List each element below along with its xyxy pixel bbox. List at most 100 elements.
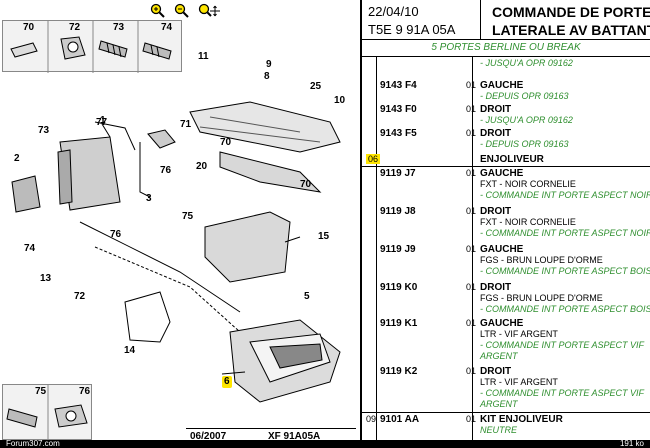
fastener-thumbnails-top: 70 72 73 74 — [2, 20, 182, 73]
callout-70b[interactable]: 70 — [300, 179, 312, 190]
part-description: GAUCHE- DEPUIS OPR 09163 — [480, 80, 650, 102]
description-line: FXT - NOIR CORNELIE — [480, 179, 576, 189]
callout-75[interactable]: 75 — [182, 211, 194, 222]
callout-25[interactable]: 25 — [310, 81, 322, 92]
part-quantity: 01 — [466, 318, 477, 328]
thumb-label-76: 76 — [79, 386, 91, 397]
description-line: DROIT — [480, 104, 512, 115]
part-reference[interactable]: 9143 F5 — [380, 128, 417, 139]
callout-77[interactable]: 77 — [96, 117, 108, 128]
part-quantity: 01 — [466, 206, 477, 216]
callout-15[interactable]: 15 — [318, 231, 330, 242]
group-number: 09 — [366, 414, 377, 424]
description-line: - COMMANDE INT PORTE ASPECT NOIR — [480, 228, 650, 238]
header-reference: T5E 9 91A 05A — [368, 22, 456, 37]
callout-72[interactable]: 72 — [74, 291, 86, 302]
part-description: DROIT- DEPUIS OPR 09163 — [480, 128, 650, 150]
header-title-line1: COMMANDE DE PORTE — [492, 4, 650, 20]
callout-74[interactable]: 74 — [24, 243, 36, 254]
callout-14[interactable]: 14 — [124, 345, 136, 356]
thumb-label-70: 70 — [23, 22, 35, 33]
part-reference[interactable]: 9119 K1 — [380, 318, 418, 329]
description-line: GAUCHE — [480, 80, 524, 91]
list-divider — [362, 56, 650, 57]
status-bar: Forum307.com 191 ko — [0, 439, 650, 448]
part-reference[interactable]: 9119 K0 — [380, 282, 418, 293]
callout-20[interactable]: 20 — [196, 161, 208, 172]
callout-76b[interactable]: 76 — [110, 229, 122, 240]
description-line: ENJOLIVEUR — [480, 154, 544, 165]
status-right: 191 ko — [619, 439, 644, 448]
callout-8[interactable]: 8 — [264, 71, 270, 82]
description-line: - COMMANDE INT PORTE ASPECT VIF — [480, 388, 645, 398]
callout-71[interactable]: 71 — [180, 119, 192, 130]
callout-3[interactable]: 3 — [146, 193, 152, 204]
description-line: - COMMANDE INT PORTE ASPECT NOIR — [480, 190, 650, 200]
description-line: - JUSQU'A OPR 09162 — [480, 58, 573, 68]
fastener-drawings — [10, 21, 172, 73]
thumb-label-73: 73 — [113, 22, 125, 33]
fastener-drawings-bottom — [6, 385, 88, 441]
part-reference[interactable]: 9101 AA — [380, 414, 420, 425]
header-divider — [480, 0, 481, 40]
description-line: - COMMANDE INT PORTE ASPECT BOIS — [480, 266, 650, 276]
callout-1[interactable]: 1 — [100, 115, 106, 126]
thumb-label-72: 72 — [69, 22, 81, 33]
parts-catalog: 22/04/10 T5E 9 91A 05A COMMANDE DE PORTE… — [362, 0, 650, 440]
catalog-header: 22/04/10 T5E 9 91A 05A COMMANDE DE PORTE… — [362, 0, 650, 40]
part-quantity: 01 — [466, 244, 477, 254]
status-left: Forum307.com — [6, 439, 60, 448]
diagram-reference: XF 91A05A — [268, 431, 321, 442]
zoom-in-icon[interactable] — [150, 3, 166, 19]
description-line: NEUTRE — [480, 425, 518, 435]
callout-9[interactable]: 9 — [266, 59, 272, 70]
part-reference[interactable]: 9119 J9 — [380, 244, 416, 255]
zoom-out-icon[interactable] — [174, 3, 190, 19]
description-line: KIT ENJOLIVEUR — [480, 414, 563, 425]
callout-13[interactable]: 13 — [40, 273, 52, 284]
description-line: ARGENT — [480, 399, 518, 409]
column-divider-qty — [472, 56, 473, 440]
description-line: DROIT — [480, 282, 512, 293]
callout-2[interactable]: 2 — [14, 153, 20, 164]
callout-6-highlighted[interactable]: 6 — [222, 376, 232, 388]
callout-5[interactable]: 5 — [304, 291, 310, 302]
column-divider-group — [376, 56, 377, 440]
part-quantity: 01 — [466, 168, 477, 178]
zoom-pan-icon[interactable] — [198, 3, 220, 19]
callout-70a[interactable]: 70 — [220, 137, 232, 148]
exploded-diagram[interactable]: 70 72 73 74 11 9 8 — [0, 0, 362, 448]
thumb-label-75: 75 — [35, 386, 47, 397]
part-quantity: 01 — [466, 80, 477, 90]
description-line: FGS - BRUN LOUPE D'ORME — [480, 255, 603, 265]
header-title-line2: LATERALE AV BATTANT — [492, 22, 650, 38]
callout-10[interactable]: 10 — [334, 95, 346, 106]
part-description: ENJOLIVEUR — [480, 154, 650, 165]
callout-76a[interactable]: 76 — [160, 165, 172, 176]
description-line: - COMMANDE INT PORTE ASPECT BOIS — [480, 304, 650, 314]
group-number: 06 — [366, 154, 381, 164]
part-reference[interactable]: 9119 J8 — [380, 206, 416, 217]
fastener-thumbnails-bottom: 75 76 — [2, 384, 92, 441]
description-line: DROIT — [480, 206, 512, 217]
part-reference[interactable]: 9143 F4 — [380, 80, 417, 91]
diagram-date: 06/2007 — [190, 431, 227, 442]
callout-11[interactable]: 11 — [198, 51, 209, 62]
part-quantity: 01 — [466, 414, 477, 424]
part-reference[interactable]: 9143 F0 — [380, 104, 417, 115]
part-quantity: 01 — [466, 104, 477, 114]
part-reference[interactable]: 9119 K2 — [380, 366, 418, 377]
catalog-subtitle: 5 PORTES BERLINE OU BREAK — [431, 42, 581, 53]
description-line: - DEPUIS OPR 09163 — [480, 139, 569, 149]
door-mechanism-drawing — [11, 101, 341, 403]
section-divider — [362, 166, 650, 167]
part-reference[interactable]: 9119 J7 — [380, 168, 416, 179]
callout-73[interactable]: 73 — [38, 125, 50, 136]
description-line: - COMMANDE INT PORTE ASPECT VIF — [480, 340, 645, 350]
description-line: LTR - VIF ARGENT — [480, 329, 558, 339]
diagram-footer: 06/2007 XF 91A05A — [186, 428, 356, 442]
